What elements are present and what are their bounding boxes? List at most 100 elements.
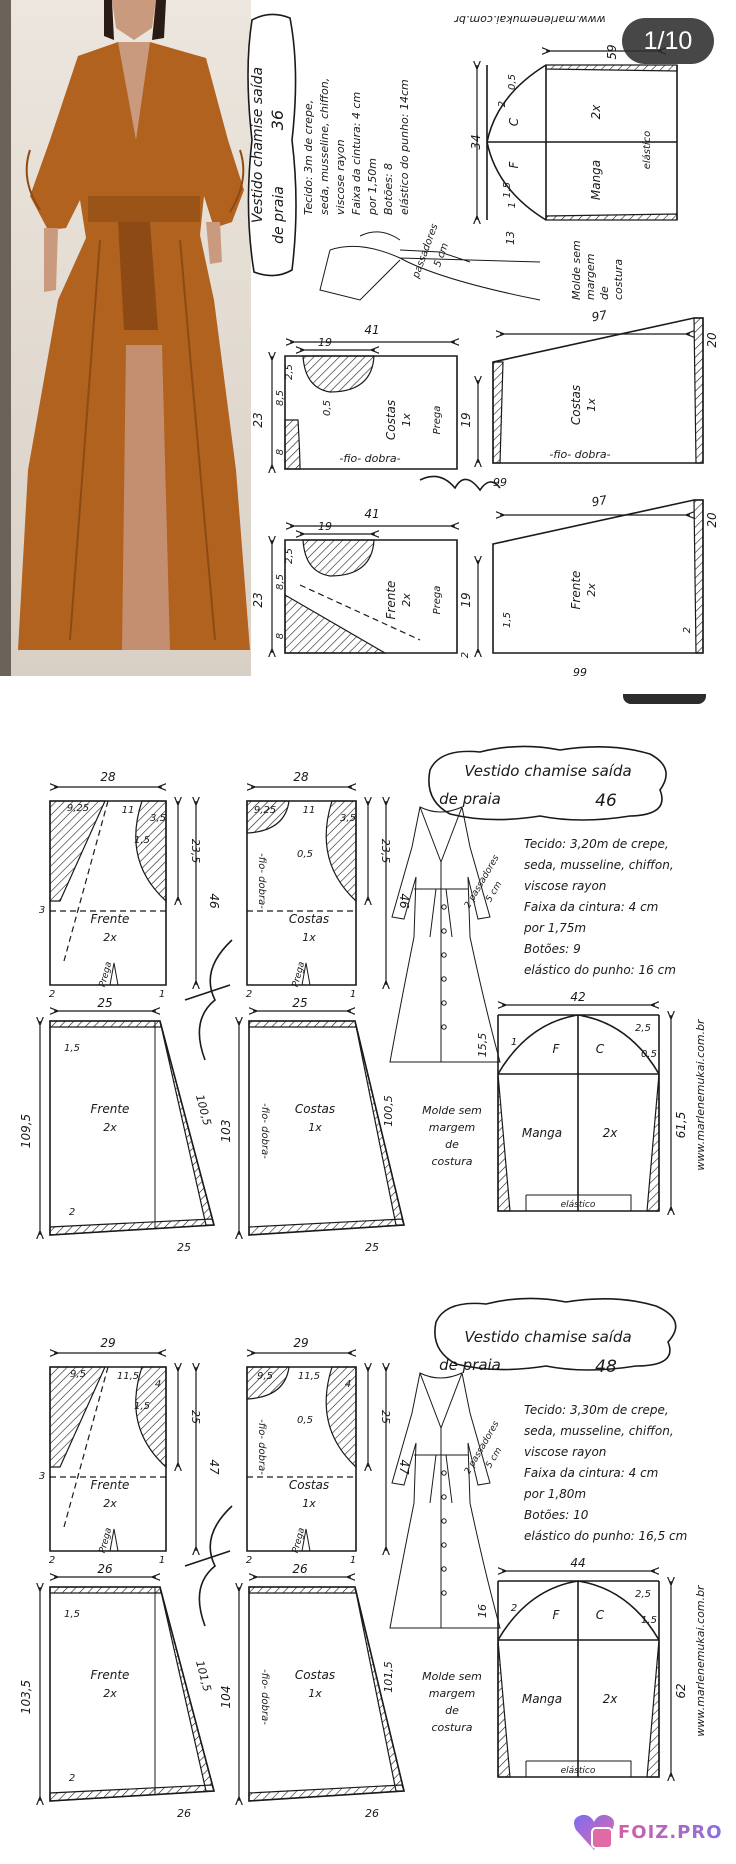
material-spec: Faixa da cintura: 4 cm xyxy=(524,900,658,914)
pattern-label: 3 xyxy=(39,905,45,916)
pattern-label: Costas xyxy=(295,1668,335,1682)
pattern-label: 66 xyxy=(573,665,587,678)
dress-sketch-button xyxy=(441,1590,447,1596)
pattern-label: 8,5 xyxy=(275,574,286,590)
pattern-label: 8 xyxy=(275,633,286,639)
front-bodice-guide-lines xyxy=(50,1366,166,1528)
pattern-label: 2x xyxy=(400,593,413,607)
belt-loop-note: 5 cm xyxy=(484,880,504,905)
material-spec: viscose rayon xyxy=(524,879,606,893)
pattern-label: 2x xyxy=(103,1497,117,1510)
belt-loop-note: 5 cm xyxy=(484,1446,504,1471)
front-skirt-hatched-edges xyxy=(49,1586,215,1802)
pattern-label: 2x xyxy=(103,931,117,944)
pattern-label: 1x xyxy=(308,1121,322,1134)
pattern-label: 1x xyxy=(400,413,413,427)
pattern-label: Frente xyxy=(91,912,130,926)
image-counter: 1/10 xyxy=(643,26,693,55)
seam-allowance-note: de xyxy=(445,1138,459,1151)
leg xyxy=(122,345,170,650)
material-spec: elástico do punho: 16,5 cm xyxy=(524,1529,687,1543)
pattern-label: 1,5 xyxy=(502,612,513,628)
dress-sketch-button xyxy=(441,1000,447,1006)
seam-allowance-note: Molde sem xyxy=(570,240,583,300)
pattern-label: 66 xyxy=(493,475,507,488)
pattern-label: elástico xyxy=(561,1200,596,1210)
front-skirt-outline xyxy=(492,499,704,654)
pattern-label: Frente xyxy=(91,1102,130,1116)
sleeve-cap-curve xyxy=(497,1014,660,1075)
belt-tie xyxy=(118,222,158,330)
pattern-label: 20 xyxy=(705,332,719,348)
dress-sketch xyxy=(319,231,541,301)
front-bodice-neckline xyxy=(49,800,106,902)
pattern-label: 2x xyxy=(103,1687,117,1700)
front-bodice-overlap-line xyxy=(299,584,421,641)
dress-sketch-button xyxy=(441,1494,447,1500)
signature xyxy=(184,1505,233,1627)
front-bodice-armhole xyxy=(135,800,167,903)
pattern-label: C xyxy=(596,1042,605,1056)
pattern-label: Manga xyxy=(589,160,603,200)
pattern-label: 11,5 xyxy=(117,1371,139,1382)
pattern-label: elástico xyxy=(641,131,653,170)
sleeve-outline xyxy=(497,1014,660,1212)
website-url: www.marlenemukai.com.br xyxy=(453,13,606,26)
front-bodice-neckline xyxy=(284,593,388,654)
front-bodice-guide-lines xyxy=(50,800,166,962)
dress-sketch-button xyxy=(441,1470,447,1476)
dress-sketch-button xyxy=(441,1518,447,1524)
pattern-label: -fio- dobra- xyxy=(256,1419,267,1475)
watermark-text: FOIZ.PRO xyxy=(618,1821,723,1843)
front-bodice-pleat xyxy=(109,1528,119,1552)
pattern-label: 11,5 xyxy=(298,1371,320,1382)
dress-sketch-button xyxy=(441,1024,447,1030)
material-spec: Botões: 9 xyxy=(524,942,581,956)
material-spec: Botões: 8 xyxy=(382,163,395,215)
next-image-edge xyxy=(623,694,706,704)
pattern-label: 11 xyxy=(303,805,316,816)
front-skirt-hatched-side xyxy=(693,499,704,654)
material-spec: por 1,75m xyxy=(523,921,586,935)
pattern-label: 42 xyxy=(570,990,585,1004)
heart-logo-icon xyxy=(574,1814,614,1850)
back-bodice-armhole xyxy=(325,800,357,903)
pattern-label: 2,5 xyxy=(635,1023,651,1034)
pattern-label: 97 xyxy=(591,493,609,510)
material-spec: Faixa da cintura: 4 cm xyxy=(350,92,363,215)
pattern-label: 97 xyxy=(591,308,609,325)
pattern-label: 1x xyxy=(302,931,316,944)
pattern-label: 8,5 xyxy=(275,390,286,406)
dress-sketch xyxy=(389,1372,501,1629)
pattern-label: 100,5 xyxy=(382,1095,395,1127)
back-bodice-outline xyxy=(246,1366,357,1552)
pattern-label: 47 xyxy=(207,1459,221,1475)
pattern-title: de praia xyxy=(439,1356,501,1374)
title-cloud-36 xyxy=(247,13,297,277)
pattern-label: 101,5 xyxy=(193,1659,214,1693)
pattern-label: -fio- dobra- xyxy=(259,1103,270,1159)
pattern-label: Frente xyxy=(91,1668,130,1682)
material-spec: seda, musseline, chiffon, xyxy=(318,78,331,215)
pattern-label: Prega xyxy=(432,586,443,615)
pattern-label: elástico xyxy=(561,1766,596,1776)
pattern-label: 25 xyxy=(177,1241,191,1254)
seam-allowance-note: costura xyxy=(431,1721,472,1734)
pattern-label: 101,5 xyxy=(382,1661,395,1693)
pattern-label: F xyxy=(507,160,521,168)
material-spec: por 1,50m xyxy=(366,158,379,216)
pattern-label: 23 xyxy=(251,412,265,427)
pattern-label: 2x xyxy=(603,1692,619,1706)
pattern-label: 3,5 xyxy=(150,813,166,824)
pattern-title: Vestido chamise saída xyxy=(250,67,266,223)
pattern-size: 48 xyxy=(595,1357,617,1377)
pattern-label: 103 xyxy=(219,1120,233,1143)
material-spec: Faixa da cintura: 4 cm xyxy=(524,1466,658,1480)
material-spec: Tecido: 3,20m de crepe, xyxy=(524,837,669,851)
dress-folds xyxy=(25,149,245,641)
pattern-label: 1 xyxy=(507,202,518,208)
dress-sketch xyxy=(389,806,501,1063)
website-url: www.marlenemukai.com.br xyxy=(694,1018,707,1171)
back-skirt-hatched-hem xyxy=(492,361,504,464)
pattern-label: 0,5 xyxy=(322,400,333,416)
